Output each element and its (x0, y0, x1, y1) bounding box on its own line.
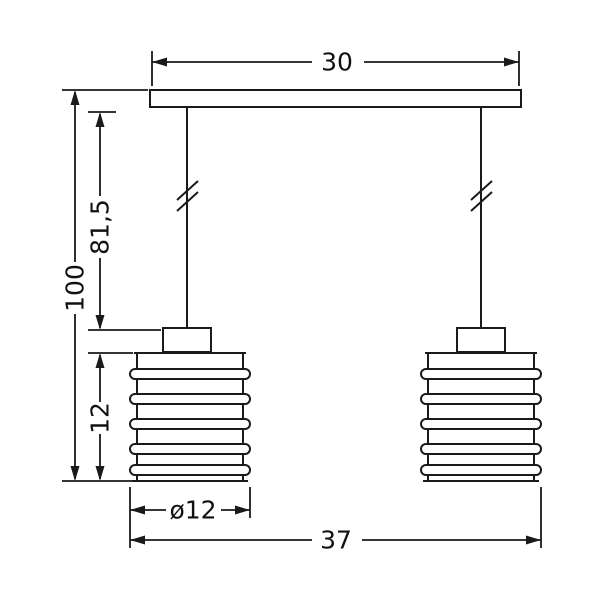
arrowhead-up (95, 353, 105, 368)
arrowhead-left (130, 505, 145, 515)
arrowhead-down (70, 466, 80, 481)
cage-ring (420, 418, 542, 430)
cord-length-label: 81,5 (86, 199, 115, 255)
left-pendant (129, 107, 251, 482)
arrowhead-left (152, 57, 167, 67)
cage-ring (420, 443, 542, 455)
ceiling-bar-body (149, 89, 522, 108)
dimension-total-width: 37 (130, 487, 542, 555)
lamp-holder (162, 327, 212, 353)
cage-ring (420, 368, 542, 380)
arrowhead-right (504, 57, 519, 67)
cage-ring (129, 368, 251, 380)
cage-ring (129, 443, 251, 455)
dimension-total-height: 100 (61, 89, 148, 482)
arrowhead-up (70, 90, 80, 105)
dimension-bar-width: 30 (151, 48, 520, 86)
arrowhead-up (95, 112, 105, 127)
cage-ring (129, 393, 251, 405)
arrowhead-right (526, 535, 541, 545)
cage-ring (129, 464, 251, 476)
ceiling-bar (149, 89, 522, 108)
shade-height-label: 12 (86, 402, 115, 434)
arrowhead-left (130, 535, 145, 545)
arrowhead-right (235, 505, 250, 515)
dimension-shade-height: 12 (86, 352, 133, 481)
bar-width-label: 30 (321, 48, 353, 77)
total-height-label: 100 (61, 264, 90, 312)
dimension-shade-diameter: ø12 (129, 487, 251, 548)
cage-ring (420, 393, 542, 405)
cage-ring (420, 464, 542, 476)
lamp-holder (456, 327, 506, 353)
cable-break-mark (470, 180, 493, 201)
right-pendant (420, 107, 542, 482)
cable-break-mark (176, 180, 199, 201)
cage-ring (129, 418, 251, 430)
shade-diameter-label: ø12 (169, 496, 216, 525)
arrowhead-down (95, 466, 105, 481)
arrowhead-down (95, 315, 105, 330)
total-width-label: 37 (320, 526, 352, 555)
dimension-cord-length: 81,5 (86, 111, 161, 331)
cable-break-mark (176, 191, 199, 212)
cable-break-mark (470, 191, 493, 212)
